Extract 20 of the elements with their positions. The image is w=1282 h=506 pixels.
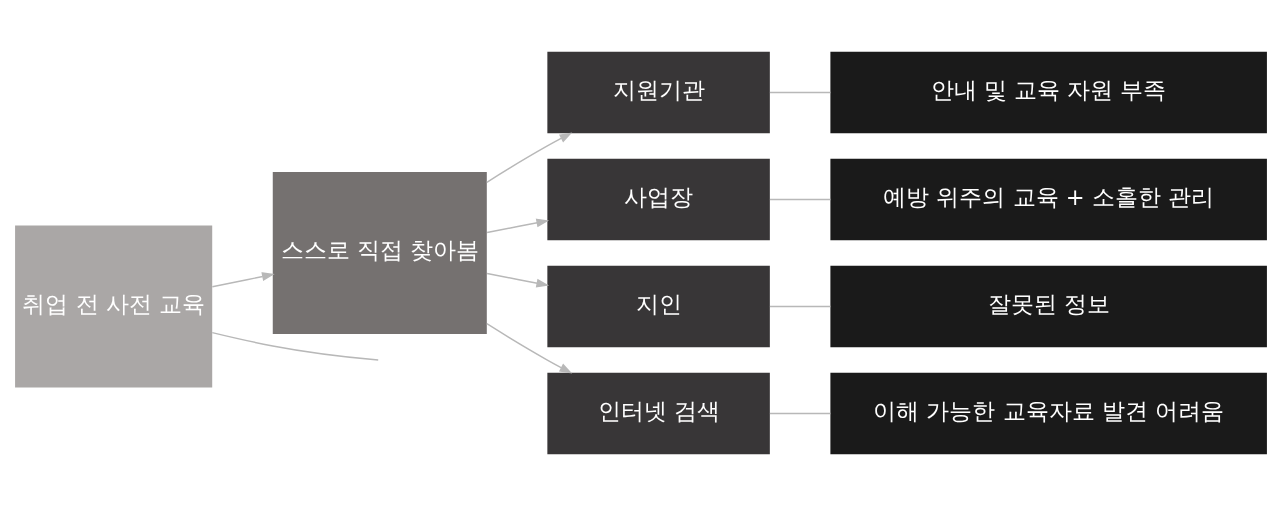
connector xyxy=(769,198,832,201)
arrow xyxy=(486,272,550,288)
connector xyxy=(211,331,379,361)
node-box: 인터넷 검색 xyxy=(547,372,770,455)
node-box: 스스로 직접 찾아봄 xyxy=(272,172,487,334)
node-box: 지원기관 xyxy=(547,51,770,134)
node-box: 취업 전 사전 교육 xyxy=(15,225,213,388)
arrow xyxy=(486,323,573,374)
node-box: 지인 xyxy=(547,265,770,348)
node-box: 이해 가능한 교육자료 발견 어려움 xyxy=(830,372,1267,455)
arrow xyxy=(211,272,275,288)
node-box: 안내 및 교육 자원 부족 xyxy=(830,51,1267,134)
arrow xyxy=(486,218,550,234)
connector xyxy=(769,305,832,308)
connector xyxy=(769,412,832,415)
node-box: 잘못된 정보 xyxy=(830,265,1267,348)
node-box: 예방 위주의 교육 + 소홀한 관리 xyxy=(830,158,1267,241)
node-box: 사업장 xyxy=(547,158,770,241)
arrow xyxy=(486,132,573,183)
connector xyxy=(769,91,832,94)
